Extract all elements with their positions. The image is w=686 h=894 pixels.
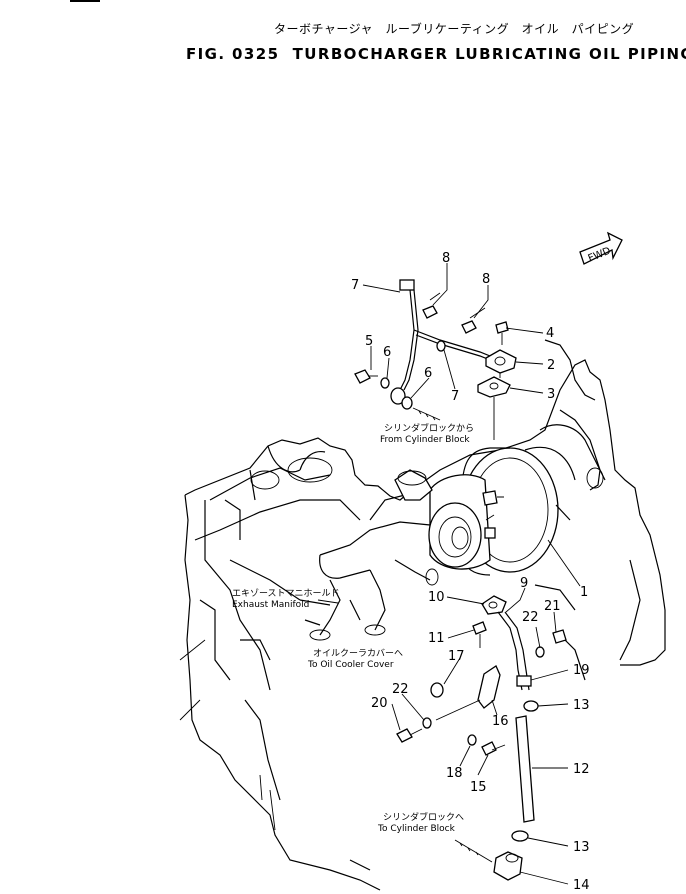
part-label-20: 20 (371, 696, 388, 711)
part-label-8b: 8 (482, 272, 490, 287)
turbocharger (394, 446, 576, 576)
part-label-9: 9 (520, 576, 528, 591)
note-oil-cooler-cover-jp: オイルクーラカバーへ (313, 648, 403, 659)
annotations: シリンダブロックから From Cylinder Block エキゾーストマニホ… (232, 422, 474, 834)
forward-direction-arrow: FWD (579, 231, 623, 265)
part-label-22b: 22 (522, 610, 539, 625)
part-label-17: 15 (470, 780, 487, 795)
part-label-16: 17 (448, 649, 465, 664)
part-label-5: 5 (365, 334, 373, 349)
fasteners-upper (354, 292, 509, 421)
part-label-3: 3 (547, 387, 555, 402)
note-exhaust-manifold-jp: エキゾーストマニホールド (232, 588, 340, 599)
figure-name: TURBOCHARGER LUBRICATING OIL PIPING (292, 45, 686, 63)
figure-number: FIG. 0325 (186, 45, 280, 63)
part-label-10: 10 (428, 590, 445, 605)
part-label-22a: 22 (392, 682, 409, 697)
engine-block-outline (179, 359, 666, 891)
title-japanese: ターボチャージャ ルーブリケーティング オイル パイピング (274, 22, 635, 36)
part-label-19: 19 (573, 663, 590, 678)
part-label-8a: 8 (442, 251, 450, 266)
part-label-13b: 13 (573, 840, 590, 855)
part-label-6a: 6 (383, 345, 391, 360)
part-label-13a: 13 (573, 698, 590, 713)
part-label-7a: 7 (351, 278, 359, 293)
header-rule (70, 0, 100, 2)
note-to-cylinder-block-jp: シリンダブロックへ (383, 811, 464, 823)
part-label-18: 18 (446, 766, 463, 781)
part-label-6b: 6 (424, 366, 432, 381)
note-to-cylinder-block-en: To Cylinder Block (377, 824, 456, 834)
part-label-4: 4 (546, 326, 554, 341)
part-number-labels: 7 8 8 4 2 3 5 6 6 7 1 9 10 11 17 22 20 1… (351, 251, 590, 893)
part-label-14: 14 (573, 878, 590, 893)
part-label-11: 11 (428, 631, 445, 646)
note-exhaust-manifold-en: Exhaust Manifold (232, 600, 309, 610)
part-label-15: 16 (492, 714, 509, 729)
note-from-cylinder-block-en: From Cylinder Block (380, 435, 470, 445)
part-label-21: 21 (544, 599, 561, 614)
figure-title: FIG. 0325 TURBOCHARGER LUBRICATING OIL P… (186, 45, 686, 63)
oil-inlet-pipe (390, 279, 517, 440)
note-from-cylinder-block-jp: シリンダブロックから (384, 422, 474, 434)
part-label-1: 1 (580, 585, 588, 600)
exhaust-manifold (299, 494, 446, 641)
oil-drain-assembly (396, 595, 567, 881)
note-oil-cooler-cover-en: To Oil Cooler Cover (307, 660, 394, 670)
part-label-2: 2 (547, 358, 555, 373)
part-label-7b: 7 (451, 389, 459, 404)
part-label-12: 12 (573, 762, 590, 777)
leader-lines (362, 263, 581, 885)
